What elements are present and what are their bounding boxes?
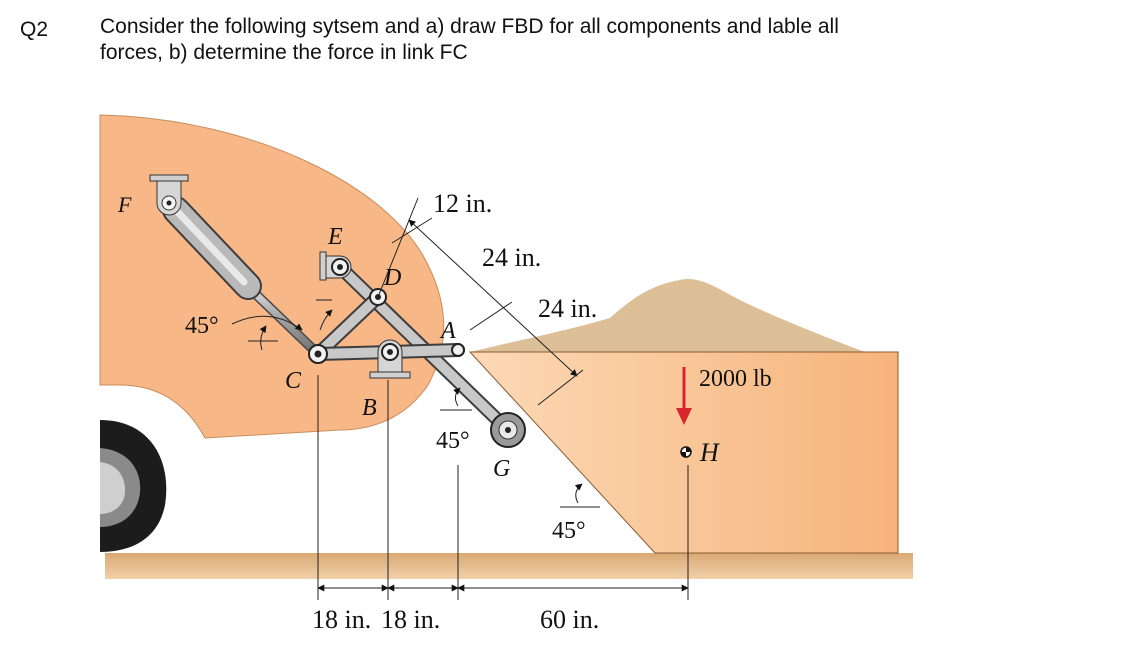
label-d: D [383, 265, 401, 291]
dim-12-in: 12 in. [433, 189, 492, 218]
label-f: F [117, 192, 132, 217]
label-h: H [699, 438, 720, 467]
pin-support-f [149, 174, 189, 216]
dim-bottom-18a: 18 in. [312, 605, 371, 634]
center-of-mass-h [680, 446, 692, 458]
angle-left: 45° [185, 313, 219, 339]
label-c: C [285, 368, 302, 394]
dim-24-in-upper: 24 in. [482, 243, 541, 272]
sand-pile [470, 279, 865, 352]
hydraulic-cylinder [162, 196, 323, 359]
label-g: G [493, 456, 510, 482]
label-b: B [362, 395, 377, 421]
dimension-lines [231, 197, 689, 600]
angle-lower-mid: 45° [436, 428, 470, 454]
wheel [100, 420, 167, 552]
label-a: A [439, 318, 456, 344]
ground [105, 553, 913, 579]
dim-bottom-60: 60 in. [540, 605, 599, 634]
dim-24-in-lower: 24 in. [538, 294, 597, 323]
question-line-2: forces, b) determine the force in link F… [100, 41, 468, 64]
dim-bottom-18b: 18 in. [381, 605, 440, 634]
roller-g [490, 412, 526, 448]
label-e: E [327, 224, 343, 250]
load-arrow [676, 367, 692, 425]
question-line-1: Consider the following sytsem and a) dra… [100, 15, 839, 38]
question-number: Q2 [20, 18, 49, 41]
angle-ramp: 45° [552, 518, 586, 544]
load-label: 2000 lb [699, 366, 772, 392]
question-text: Consider the following sytsem and a) dra… [100, 14, 1060, 66]
pin-a [451, 343, 465, 357]
